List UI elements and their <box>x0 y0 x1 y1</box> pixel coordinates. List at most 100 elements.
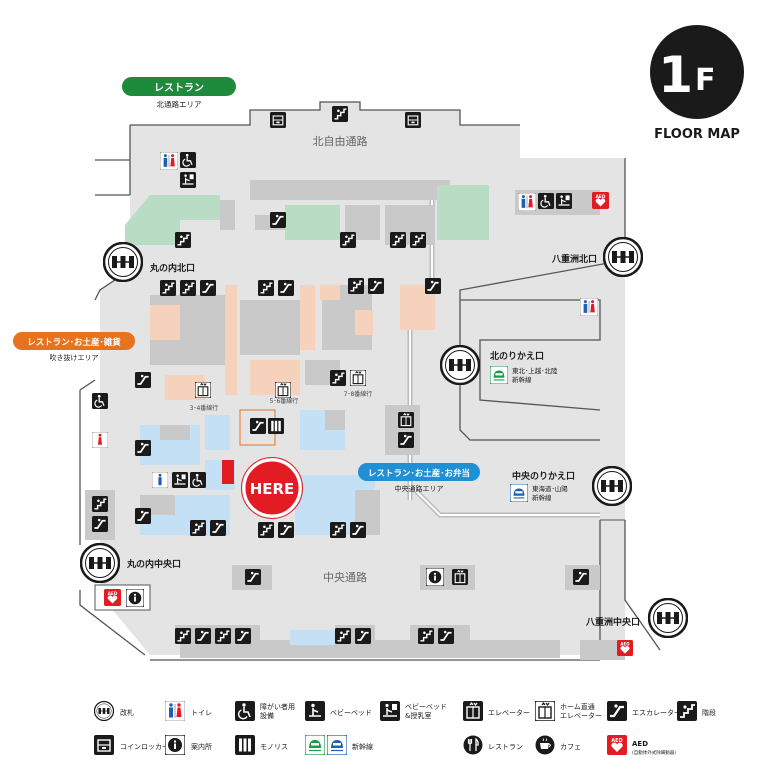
toilet-icon <box>165 701 185 721</box>
legend-item-cafe: カフェ <box>535 735 581 755</box>
gate-icon <box>80 543 120 583</box>
legend-item-platform-elevator: ホーム直通 エレベーター <box>535 701 602 721</box>
toilet-icon <box>160 152 178 170</box>
stairs-icon <box>175 232 191 248</box>
here-label: HERE <box>250 480 295 498</box>
escalator-icon <box>355 628 371 644</box>
area-north-sub: 北通路エリア <box>157 99 202 109</box>
shinkansen-icon <box>327 735 347 755</box>
area-atrium-sub: 吹き抜けエリア <box>50 353 99 362</box>
gate-icon <box>603 237 643 277</box>
legend: 改札 トイレ 障がい者用 設備 ベビーベッド ベビーベッド &授乳室 エレベータ… <box>94 701 716 756</box>
accessible-icon <box>190 472 206 488</box>
legend-item-shinkansen: 新幹線 <box>305 735 373 755</box>
area-atrium-tag: レストラン･お土産･雑貨 <box>27 337 121 348</box>
stairs-icon <box>258 280 274 296</box>
stairs-icon <box>332 106 348 122</box>
gate-icon <box>103 242 143 282</box>
stairs-icon <box>340 232 356 248</box>
stairs-icon <box>330 522 346 538</box>
stairs-icon <box>175 628 191 644</box>
corridor-north-label: 北自由通路 <box>313 134 368 148</box>
legend-item-locker: コインロッカー <box>94 735 169 755</box>
legend-item-elevator: エレベーター <box>463 701 530 721</box>
accessible-icon <box>538 193 554 209</box>
restaurant-icon <box>463 735 483 755</box>
baby-bed-icon <box>305 701 325 721</box>
stairs-icon <box>390 232 406 248</box>
stairs-icon <box>330 370 346 386</box>
svg-text:レストラン: レストラン <box>488 743 523 751</box>
svg-text:ベビーベッド: ベビーベッド <box>405 702 447 711</box>
info-icon <box>126 589 144 607</box>
shinkansen-icon <box>490 366 508 384</box>
stairs-icon <box>418 628 434 644</box>
escalator-icon <box>438 628 454 644</box>
floor-subtitle: FLOOR MAP <box>654 127 740 142</box>
gate-icon <box>440 345 480 385</box>
area-tag-atrium: レストラン･お土産･雑貨 吹き抜けエリア <box>13 332 135 362</box>
svg-text:モノリス: モノリス <box>260 743 288 751</box>
svg-text:コインロッカー: コインロッカー <box>120 743 169 751</box>
legend-item-aed: AED (自動体外式除細動器) <box>607 735 676 756</box>
legend-item-baby-bed: ベビーベッド <box>305 701 372 721</box>
aed-icon <box>592 192 609 209</box>
platform-elevator-icon <box>350 370 366 386</box>
here-marker: HERE <box>241 457 303 519</box>
escalator-icon <box>245 569 261 585</box>
kita-lines-1: 東北･上越･北陸 <box>512 366 558 375</box>
svg-text:新幹線: 新幹線 <box>352 742 373 751</box>
platform-56: 5･6番線行 <box>270 397 299 405</box>
floor-badge: 1 F FLOOR MAP <box>650 25 744 142</box>
svg-text:(自動体外式除細動器): (自動体外式除細動器) <box>632 749 676 756</box>
legend-item-info: 案内所 <box>165 735 212 755</box>
area-central-sub: 中央通路エリア <box>395 484 444 493</box>
escalator-icon <box>135 508 151 524</box>
floor-suffix: F <box>695 63 716 98</box>
locker-icon <box>270 112 286 128</box>
toilet-icon <box>580 298 598 316</box>
escalator-icon <box>200 280 216 296</box>
stairs-icon <box>348 278 364 294</box>
toilet-icon <box>518 193 536 211</box>
escalator-icon <box>278 280 294 296</box>
nursing-icon <box>180 172 196 188</box>
svg-text:設備: 設備 <box>260 711 274 720</box>
svg-text:ベビーベッド: ベビーベッド <box>330 708 372 717</box>
gate-marunouchi-north: 丸の内北口 <box>149 262 195 274</box>
platform-78: 7･8番線行 <box>344 390 373 398</box>
escalator-icon <box>195 628 211 644</box>
monolith-icon <box>235 735 255 755</box>
svg-text:案内所: 案内所 <box>191 742 212 751</box>
legend-item-gate: 改札 <box>94 701 134 721</box>
escalator-icon <box>607 701 627 721</box>
svg-text:トイレ: トイレ <box>191 709 212 717</box>
escalator-icon <box>235 628 251 644</box>
chuo-lines-1: 東海道･山陽 <box>532 484 568 493</box>
svg-text:ホーム直通: ホーム直通 <box>560 702 595 711</box>
svg-text:&授乳室: &授乳室 <box>405 711 431 720</box>
escalator-icon <box>398 432 414 448</box>
monolith-icon <box>268 418 284 434</box>
stairs-icon <box>410 232 426 248</box>
nursing-icon <box>380 701 400 721</box>
svg-text:エレベーター: エレベーター <box>560 711 602 720</box>
aed-icon <box>607 735 627 755</box>
platform-elevator-icon <box>275 382 291 398</box>
area-central-tag: レストラン･お土産･お弁当 <box>368 468 470 479</box>
floor-number: 1 <box>658 46 693 104</box>
elevator-icon <box>452 569 468 585</box>
legend-item-toilet: トイレ <box>165 701 212 721</box>
stairs-icon <box>160 280 176 296</box>
platform-elevator-icon <box>535 701 555 721</box>
accessible-icon <box>235 701 255 721</box>
info-icon <box>165 735 185 755</box>
stairs-icon <box>215 628 231 644</box>
area-tag-central: レストラン･お土産･お弁当 中央通路エリア <box>358 463 480 493</box>
chuo-lines-2: 新幹線 <box>532 493 552 502</box>
stairs-icon <box>335 628 351 644</box>
nursing-icon <box>556 193 572 209</box>
stairs-icon <box>190 520 206 536</box>
svg-text:カフェ: カフェ <box>560 743 581 751</box>
gate-marunouchi-central: 丸の内中央口 <box>126 558 181 570</box>
